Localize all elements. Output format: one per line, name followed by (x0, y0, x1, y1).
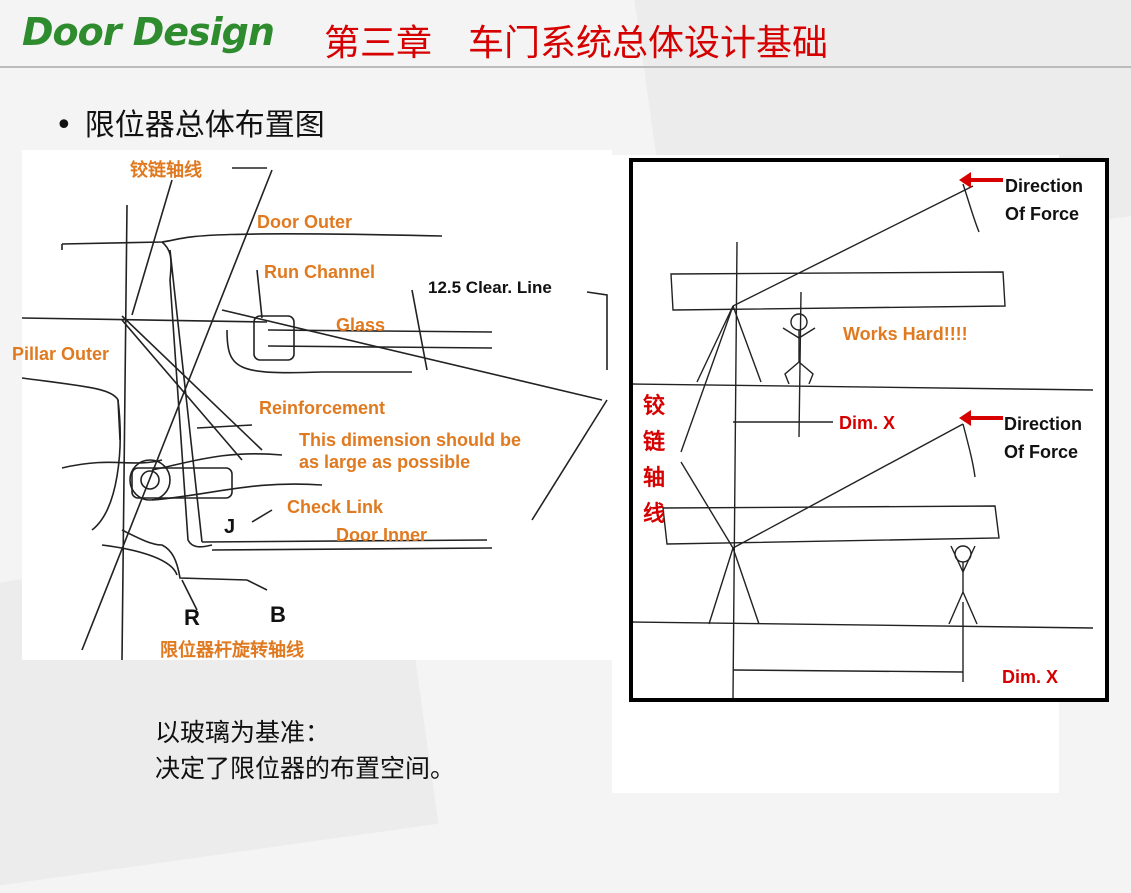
door-outer-label: Door Outer (257, 212, 353, 232)
direction-label-1: Direction (1005, 176, 1084, 196)
force-arrow-icon (969, 416, 1003, 420)
dim-x-label-1: Dim. X (839, 413, 896, 433)
bullet-item: • 限位器总体布置图 (55, 100, 325, 144)
door-inner-label: Door Inner (336, 525, 428, 545)
reinforcement-label: Reinforcement (259, 398, 386, 418)
bullet-text: 限位器总体布置图 (84, 108, 325, 143)
caption-line2: 决定了限位器的布置空间。 (155, 754, 456, 783)
chapter-title: 第三章 车门系统总体设计基础 (324, 23, 829, 64)
force-arrow-head-icon (959, 172, 971, 188)
pillar-outer-label: Pillar Outer (12, 344, 110, 364)
glass-label: Glass (336, 315, 386, 335)
force-drawing (633, 183, 1094, 698)
direction-label-2: Direction (1004, 414, 1083, 434)
caption-line1: 以玻璃为基准： (155, 718, 331, 747)
r-label: R (184, 605, 200, 630)
of-force-label-2: Of Force (1004, 442, 1079, 462)
hinge-axis-vertical-4: 线 (643, 502, 666, 527)
clear-line-label: 12.5 Clear. Line (428, 278, 552, 297)
hinge-axis-vertical-1: 铰 (643, 394, 666, 419)
run-channel-label: Run Channel (264, 262, 375, 282)
checker-layout-diagram: 铰链轴线 Door Outer Run Channel 12.5 Clear. … (12, 150, 612, 661)
caption: 以玻璃为基准： 决定了限位器的布置空间。 (155, 715, 455, 787)
header-divider (0, 66, 1131, 68)
checker-axis-label: 限位器杆旋转轴线 (160, 640, 304, 661)
hinge-axis-vertical-2: 链 (643, 430, 666, 455)
hinge-axis-label: 铰链轴线 (130, 160, 202, 181)
checker-layout-drawing (22, 167, 608, 660)
dimension-note-line1: This dimension should be (299, 430, 522, 450)
dim-x-label-2: Dim. X (1002, 667, 1059, 687)
dimension-note-line2: as large as possible (299, 452, 471, 472)
check-link-label: Check Link (287, 497, 384, 517)
bullet-dot: • (55, 108, 73, 143)
works-hard-label: Works Hard!!!! (843, 324, 968, 344)
force-arrow-icon (969, 178, 1003, 182)
b-label: B (270, 602, 286, 627)
hinge-axis-vertical-3: 轴 (643, 466, 666, 491)
force-diagram: Direction Of Force Works Hard!!!! 铰 链 轴 … (629, 158, 1109, 702)
logo: Door Design (22, 10, 275, 54)
j-label: J (224, 516, 236, 538)
force-arrow-head-icon (959, 410, 971, 426)
of-force-label-1: Of Force (1005, 204, 1080, 224)
